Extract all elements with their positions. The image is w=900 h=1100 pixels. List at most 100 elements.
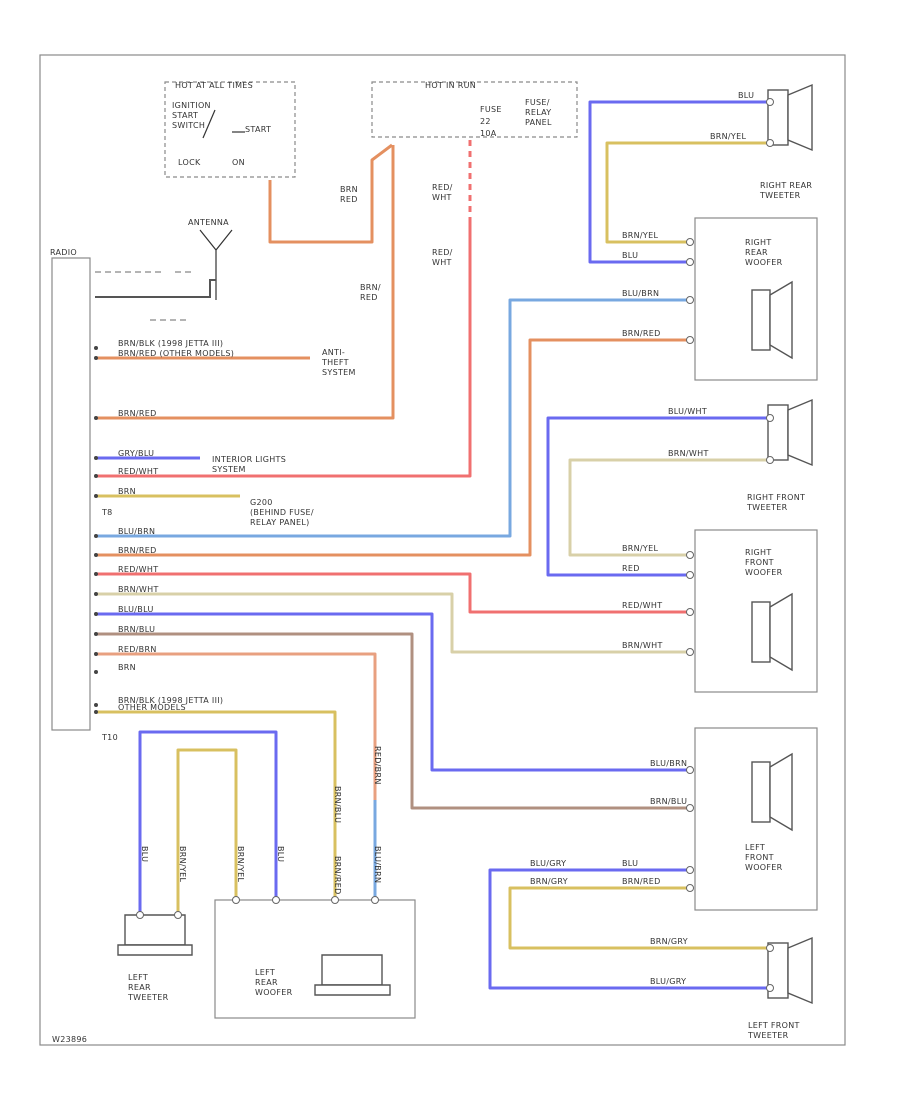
wire-rr-wf-brnred	[95, 338, 690, 557]
wire-label: BRN/YEL	[710, 132, 746, 141]
radio-pin-label: RED/BRN	[118, 645, 157, 654]
wire-label: RED/WHT	[622, 601, 662, 610]
terminal-pin	[686, 296, 694, 304]
terminal-pin	[371, 896, 379, 904]
terminal-pin	[686, 648, 694, 656]
wire-label: RED/BRN	[373, 746, 382, 785]
radio-pin	[94, 474, 98, 478]
wire-label: BLU/BRN	[373, 846, 382, 883]
wire-lf-tw-yel	[508, 886, 770, 950]
red-wht-label-1: RED/WHT	[432, 183, 453, 202]
terminal-pin	[686, 866, 694, 874]
brn-red-label-2: BRN/RED	[360, 283, 381, 302]
left-rear-woofer	[314, 954, 391, 996]
wire-label: RED	[622, 564, 640, 573]
wire-lr-tw-blu	[138, 730, 278, 915]
wire-rf-tw-yel	[568, 458, 770, 557]
start-label: START	[245, 125, 271, 134]
radio-pin	[94, 416, 98, 420]
wire-brn-red-ign	[268, 143, 393, 244]
radio-pin-label: BRN/BLU	[118, 625, 155, 634]
wire-brn-red-radio	[95, 145, 395, 420]
radio-pin	[94, 703, 98, 707]
radio-pin-label: GRY/BLU	[118, 449, 154, 458]
fuse-box	[371, 81, 578, 138]
terminal-pin	[272, 896, 280, 904]
wire-label: BRN/RED	[333, 856, 342, 895]
wire-lr-brnblk	[95, 710, 337, 900]
radio-pin	[94, 572, 98, 576]
wire-label: BRN/RED	[622, 329, 661, 338]
fuse-line1: FUSE	[480, 105, 502, 114]
terminal-pin	[766, 414, 774, 422]
terminal-pin	[766, 98, 774, 106]
radio-pin	[94, 710, 98, 714]
antenna-icon	[199, 229, 233, 300]
wire-label: BLU/BRN	[622, 289, 659, 298]
terminal-pin	[686, 766, 694, 774]
left-front-woofer-box	[694, 727, 818, 911]
wire-label: BLU/BRN	[650, 759, 687, 768]
fuse-line2: 22	[480, 117, 491, 126]
terminal-pin	[766, 139, 774, 147]
radio-pin	[94, 670, 98, 674]
wire-label: BLU/WHT	[668, 407, 707, 416]
radio-pin	[94, 346, 98, 350]
wire-label: BLU/GRY	[530, 859, 566, 868]
wire-label: BLU	[276, 846, 285, 862]
terminal-pin	[686, 336, 694, 344]
terminal-pin	[686, 804, 694, 812]
radio-pin-label: OTHER MODELS	[118, 703, 186, 712]
right-rear-woofer	[751, 280, 793, 360]
wire-rr-tw-blu	[588, 100, 770, 264]
radio-pin-label: BRN/WHT	[118, 585, 159, 594]
radio-pin	[94, 553, 98, 557]
radio-pins: BRN/BLK (1998 JETTA III)BRN/RED (OTHER M…	[94, 339, 234, 714]
terminal-pin	[686, 551, 694, 559]
t8-label: T8	[101, 508, 113, 517]
wires	[95, 100, 770, 990]
left-rear-woofer-box	[214, 899, 416, 1019]
radio-pin-label: BLU/BRN	[118, 527, 155, 536]
wire-label: BLU	[140, 846, 149, 862]
wire-rf-wf-redwht	[95, 572, 690, 614]
radio-pin-label: BRN/BLK (1998 JETTA III)	[118, 696, 223, 705]
wire-rr-tw-yel	[605, 141, 770, 244]
wire-label: BLU	[622, 859, 638, 868]
right-rear-woofer-box	[694, 217, 818, 381]
radio-pin-label: BRN	[118, 487, 136, 496]
antenna-label: ANTENNA	[188, 218, 229, 227]
terminal-pin	[686, 884, 694, 892]
g200-label: G200(BEHIND FUSE/RELAY PANEL)	[250, 498, 314, 527]
terminal-pin	[686, 238, 694, 246]
wire-label: BLU/GRY	[650, 977, 686, 986]
ignition-switch-box	[164, 81, 296, 178]
wire-label: BRN/YEL	[622, 231, 658, 240]
diagram-border	[39, 54, 846, 1046]
terminal-pin	[766, 944, 774, 952]
terminal-pin	[686, 258, 694, 266]
wire-label: BLU	[622, 251, 638, 260]
left-front-woofer	[751, 752, 793, 832]
radio-pin	[94, 534, 98, 538]
terminal-pin	[686, 608, 694, 616]
radio-box	[51, 257, 91, 731]
radio-pin	[94, 456, 98, 460]
radio-pin	[94, 632, 98, 636]
t10-label: T10	[101, 733, 118, 742]
wire-label: BRN/WHT	[668, 449, 709, 458]
terminal-pin	[766, 456, 774, 464]
radio-pin	[94, 612, 98, 616]
wire-lf-tw-blu	[488, 868, 770, 990]
wire-label: BRN/YEL	[236, 846, 245, 882]
